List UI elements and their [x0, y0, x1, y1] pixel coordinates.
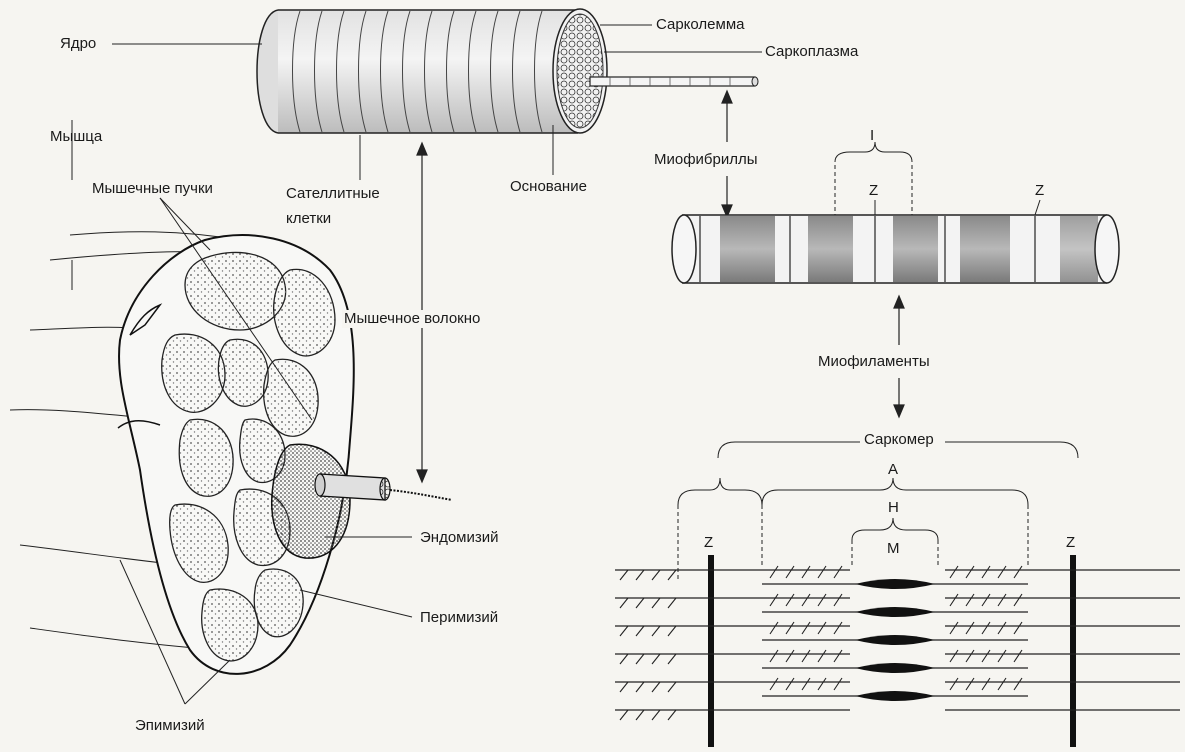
- arrows: [417, 91, 904, 482]
- sarcomere-brackets: [678, 442, 1078, 580]
- z-line-letter-1: Z: [869, 183, 878, 199]
- a-band-letter: A: [888, 462, 898, 478]
- muscle-fiber-label: Мышечное волокно: [342, 310, 482, 328]
- muscle-label: Мышца: [50, 128, 102, 146]
- i-band-letter: I: [870, 128, 874, 144]
- epimysium-label: Эпимизий: [135, 717, 205, 735]
- endomysium-label: Эндомизий: [420, 529, 499, 547]
- z-line-letter-3: Z: [704, 535, 713, 551]
- z-line-letter-4: Z: [1066, 535, 1075, 551]
- sarcomere-filaments: [615, 555, 1180, 747]
- h-zone-letter: H: [888, 500, 899, 516]
- sarcoplasm-label: Саркоплазма: [765, 43, 858, 61]
- i-band-bracket: [835, 142, 1040, 215]
- z-line-letter-2: Z: [1035, 183, 1044, 199]
- sarcomere-label: Саркомер: [864, 431, 934, 449]
- basement-label: Основание: [510, 178, 587, 196]
- myofilaments-label: Миофиламенты: [818, 353, 930, 371]
- perimysium-label: Перимизий: [420, 609, 498, 627]
- myofibrils-label: Миофибриллы: [654, 151, 758, 169]
- myofibril-cylinder: [672, 215, 1119, 283]
- m-line-letter: M: [887, 541, 900, 557]
- sarcolemma-label: Сарколемма: [656, 16, 745, 34]
- nucleus-label: Ядро: [60, 35, 96, 53]
- fascicles-label: Мышечные пучки: [92, 180, 213, 198]
- muscle-cross-section: [10, 120, 452, 674]
- satellite-cells-label-1: Сателлитные: [286, 185, 380, 203]
- satellite-cells-label-2: клетки: [286, 210, 331, 228]
